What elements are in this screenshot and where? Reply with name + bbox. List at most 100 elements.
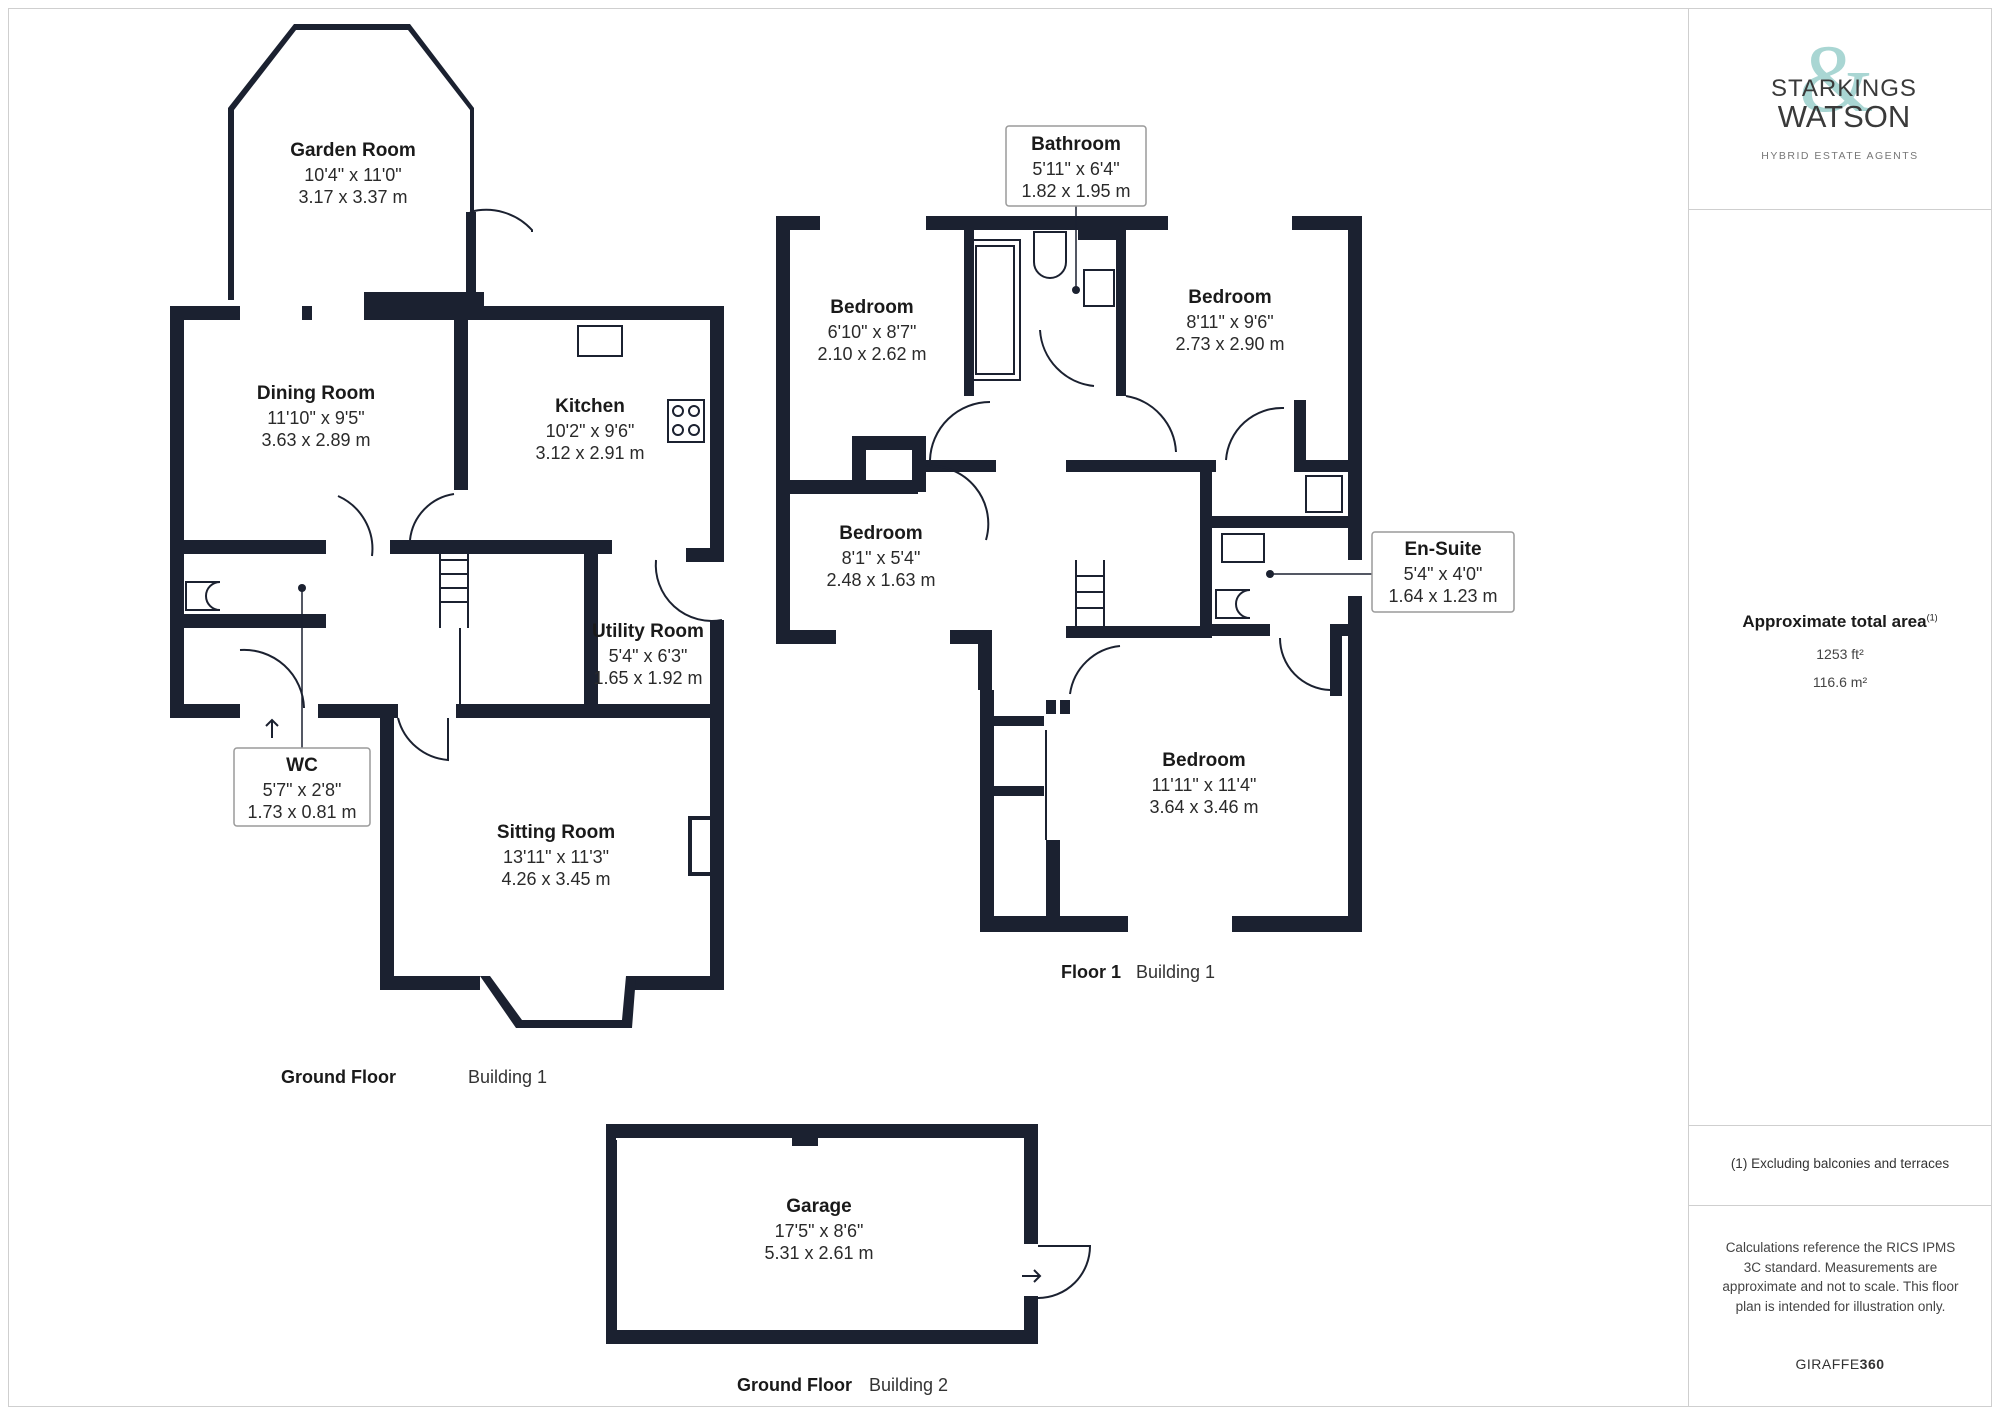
room-name: Bedroom [1188, 287, 1271, 308]
area-section: Approximate total area(1) 1253 ft² 116.6… [1689, 210, 1991, 1126]
floor-building: Building 1 [1136, 962, 1215, 982]
floor-caption-floor-1: Floor 1 Building 1 [1061, 962, 1215, 982]
logo-line-2: WATSON [1777, 99, 1911, 134]
wall [380, 704, 394, 990]
wall [1024, 1296, 1038, 1344]
callout-box [1005, 125, 1147, 207]
wall [926, 460, 996, 472]
wall [1200, 624, 1270, 636]
wall [710, 306, 724, 554]
wall [1292, 216, 1362, 230]
wall [1330, 624, 1360, 636]
area-title-text: Approximate total area [1742, 612, 1927, 631]
room-metric: 3.64 x 3.46 m [1149, 797, 1258, 817]
wall [630, 976, 724, 990]
wc-label: WC 5'7" x 2'8" 1.73 x 0.81 m [233, 584, 371, 827]
room-name: WC [286, 755, 318, 776]
wall [302, 306, 312, 320]
room-name: Bathroom [1031, 134, 1121, 155]
area-footnote-mark: (1) [1926, 612, 1938, 623]
room-imperial: 5'7" x 2'8" [263, 780, 342, 800]
bedroom-4-label: Bedroom 8'1" x 5'4" 2.48 x 1.63 m [826, 523, 935, 590]
wall [778, 480, 918, 494]
wall [170, 704, 240, 718]
door-swing [1125, 395, 1177, 453]
bathroom-label: Bathroom 5'11" x 6'4" 1.82 x 1.95 m [1005, 125, 1147, 294]
garage-label: Garage 17'5" x 8'6" 5.31 x 2.61 m [764, 1196, 873, 1263]
area-title: Approximate total area(1) [1689, 612, 1991, 632]
brand-tagline: HYBRID ESTATE AGENTS [1761, 150, 1919, 162]
area-note: (1) Excluding balconies and terraces [1730, 1156, 1950, 1171]
bedroom-2-label: Bedroom 6'10" x 8'7" 2.10 x 2.62 m [817, 297, 926, 364]
floor-plan: Garden Room 10'4" x 11'0" 3.17 x 3.37 m … [170, 24, 1515, 1395]
sink [577, 325, 623, 357]
wall [1330, 636, 1342, 696]
shower [1305, 475, 1343, 513]
floor-1-building-1 [776, 216, 1362, 932]
room-imperial: 10'2" x 9'6" [546, 421, 635, 441]
room-metric: 3.12 x 2.91 m [535, 443, 644, 463]
wall [994, 716, 1044, 726]
room-metric: 1.82 x 1.95 m [1021, 181, 1130, 201]
wall [710, 700, 724, 990]
door-swing [1037, 1245, 1092, 1299]
floor-1-fixtures [925, 231, 1343, 840]
wall [170, 614, 326, 628]
hob-ring [672, 405, 684, 417]
wall [480, 306, 724, 320]
room-imperial: 11'11" x 11'4" [1152, 775, 1257, 795]
room-name: En-Suite [1404, 539, 1481, 560]
door-swing [1279, 637, 1331, 691]
bedroom-1-label: Bedroom 11'11" x 11'4" 3.64 x 3.46 m [1149, 750, 1258, 817]
entrance-arrow [1022, 1269, 1042, 1283]
leader-dot [298, 584, 306, 592]
wall [776, 216, 790, 644]
provider-name: GIRAFFE [1795, 1356, 1860, 1372]
room-name: Bedroom [839, 523, 922, 544]
room-imperial: 11'10" x 9'5" [267, 408, 364, 428]
room-metric: 2.10 x 2.62 m [817, 344, 926, 364]
wall [1200, 460, 1212, 638]
hob-ring [688, 424, 700, 436]
wall [852, 436, 866, 492]
wall [1232, 916, 1362, 932]
wall [606, 1124, 616, 1344]
wall [170, 306, 240, 320]
brand-logo: & STARKINGS WATSON [1769, 31, 1919, 163]
wall [852, 436, 916, 450]
room-imperial: 17'5" x 8'6" [775, 1221, 864, 1241]
floor-building: Building 2 [869, 1375, 948, 1395]
wall [792, 1132, 818, 1146]
door-swing [1225, 406, 1285, 461]
leader-dot [1072, 286, 1080, 294]
wall [980, 916, 1128, 932]
garden-room-outline [228, 24, 474, 300]
callout-box [1371, 531, 1515, 613]
door-swing [397, 717, 449, 762]
disclaimer-text: Calculations reference the RICS IPMS 3C … [1722, 1240, 1959, 1314]
door-swing [654, 559, 723, 622]
info-panel: & STARKINGS WATSON HYBRID ESTATE AGENTS … [1688, 8, 1991, 1407]
garage-fixtures [615, 1140, 1092, 1330]
wall [606, 1124, 1038, 1138]
toilet [1215, 589, 1251, 619]
room-name: Utility Room [592, 621, 704, 642]
room-metric: 5.31 x 2.61 m [764, 1243, 873, 1263]
room-imperial: 10'4" x 11'0" [304, 165, 401, 185]
room-metric: 3.63 x 2.89 m [261, 430, 370, 450]
garden-room-door-jamb [466, 212, 476, 298]
floor-caption-ground-b1: Ground Floor Building 1 [281, 1067, 547, 1087]
room-imperial: 5'4" x 6'3" [609, 646, 688, 666]
provider-number: 360 [1859, 1356, 1885, 1372]
wall [710, 620, 724, 720]
floor-name: Floor 1 [1061, 962, 1121, 982]
disclaimer-section: Calculations reference the RICS IPMS 3C … [1689, 1206, 1991, 1407]
wall [776, 216, 820, 230]
room-imperial: 5'4" x 4'0" [1404, 564, 1483, 584]
floor-building: Building 1 [468, 1067, 547, 1087]
bay-window [480, 976, 636, 1028]
hob-ring [688, 405, 700, 417]
door-swing [1039, 329, 1095, 387]
door-swing [925, 464, 990, 541]
room-metric: 1.64 x 1.23 m [1388, 586, 1497, 606]
